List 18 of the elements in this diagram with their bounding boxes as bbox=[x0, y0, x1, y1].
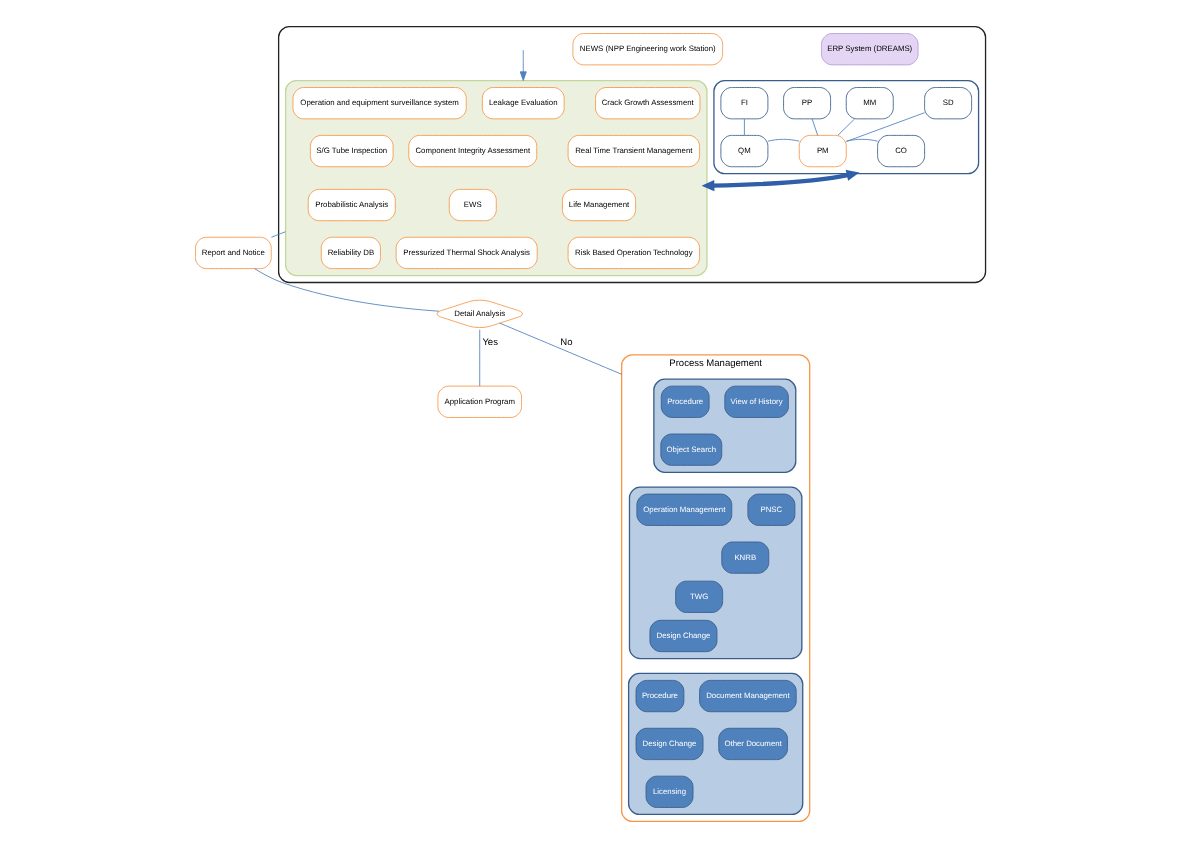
connector bbox=[846, 112, 925, 142]
arrow bbox=[519, 49, 527, 81]
connector bbox=[254, 268, 440, 312]
connector bbox=[479, 329, 481, 387]
connector bbox=[743, 118, 745, 136]
connector bbox=[837, 118, 856, 136]
cluster bbox=[653, 378, 797, 473]
cluster bbox=[628, 486, 803, 660]
arrow bbox=[701, 169, 860, 192]
connector bbox=[845, 138, 878, 142]
cluster bbox=[284, 79, 708, 277]
connector bbox=[499, 322, 623, 375]
cluster bbox=[277, 25, 987, 284]
connector bbox=[767, 138, 800, 142]
cluster bbox=[713, 79, 980, 175]
connector bbox=[811, 118, 819, 136]
cluster bbox=[627, 672, 804, 816]
connector bbox=[270, 231, 287, 238]
